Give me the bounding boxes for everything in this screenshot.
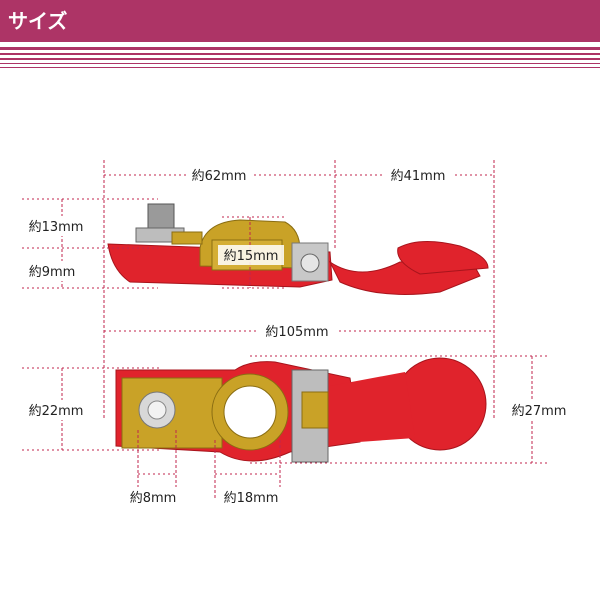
side-view <box>107 203 489 295</box>
dim-label-h-base: 約9mm <box>29 265 76 280</box>
dim-label-total-len: 約105mm <box>265 325 328 340</box>
header-bar <box>0 0 600 42</box>
dim-label-bolt-dia: 約8mm <box>130 491 177 506</box>
header-stripe <box>0 63 600 64</box>
header-stripe <box>0 47 600 50</box>
dimension-lines <box>22 160 550 500</box>
dim-label-width-right: 約27mm <box>512 404 567 419</box>
dim-label-h-bolt: 約13mm <box>29 220 84 235</box>
top-view <box>115 357 487 463</box>
dim-label-clamp-h: 約15mm <box>224 249 279 264</box>
header-stripe <box>0 53 600 55</box>
header: サイズ <box>0 0 600 80</box>
header-stripe <box>0 58 600 60</box>
dim-label-ring-dia: 約18mm <box>224 491 279 506</box>
dim-label-width-left: 約22mm <box>29 404 84 419</box>
dimension-labels: 約62mm 約41mm 約105mm 約13mm 約9mm 約15mm 約22m… <box>24 165 572 507</box>
header-stripe <box>0 67 600 68</box>
header-title: サイズ <box>8 9 68 33</box>
dim-label-top-len-a: 約62mm <box>192 169 247 184</box>
dim-label-top-len-b: 約41mm <box>391 169 446 184</box>
